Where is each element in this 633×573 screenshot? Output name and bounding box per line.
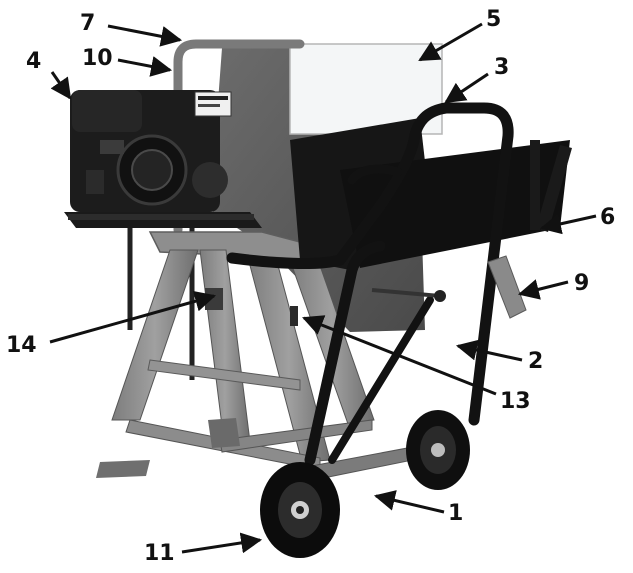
callout-6: 6	[600, 205, 615, 230]
callout-1: 1	[448, 501, 463, 526]
log-cradle-table	[290, 118, 572, 270]
swing-tilt-handle	[226, 102, 514, 466]
top-carry-handle-frame	[173, 39, 305, 235]
tension-rod	[371, 288, 446, 302]
callout-14: 14	[6, 333, 37, 358]
callout-4: 4	[26, 49, 41, 74]
arrow-6	[539, 213, 597, 235]
callout-3: 3	[494, 55, 509, 80]
gas-engine	[70, 90, 232, 212]
arrow-5	[418, 22, 483, 62]
callout-11: 11	[144, 541, 175, 566]
arrow-1	[373, 490, 445, 514]
release-lever	[487, 255, 527, 319]
engine-tray	[64, 212, 262, 380]
callout-arrows	[49, 22, 597, 554]
rear-wheel	[406, 410, 470, 490]
arrow-13	[302, 315, 497, 396]
front-wheel	[260, 462, 340, 558]
arrow-10	[117, 56, 173, 77]
arrow-11	[181, 532, 263, 554]
callout-labels: 7 10 4 5 3 6 9 2 13 14 1 11	[6, 7, 615, 566]
callout-13: 13	[500, 389, 531, 414]
arrow-14	[49, 290, 217, 344]
callout-10: 10	[82, 46, 113, 71]
arrow-2	[455, 339, 523, 362]
arrow-9	[517, 279, 569, 300]
arrow-3	[444, 72, 489, 104]
callout-5: 5	[486, 7, 501, 32]
arrow-7	[107, 24, 183, 47]
callout-7: 7	[80, 11, 95, 36]
arrow-4	[50, 71, 72, 100]
callout-2: 2	[528, 349, 543, 374]
callout-9: 9	[574, 271, 589, 296]
